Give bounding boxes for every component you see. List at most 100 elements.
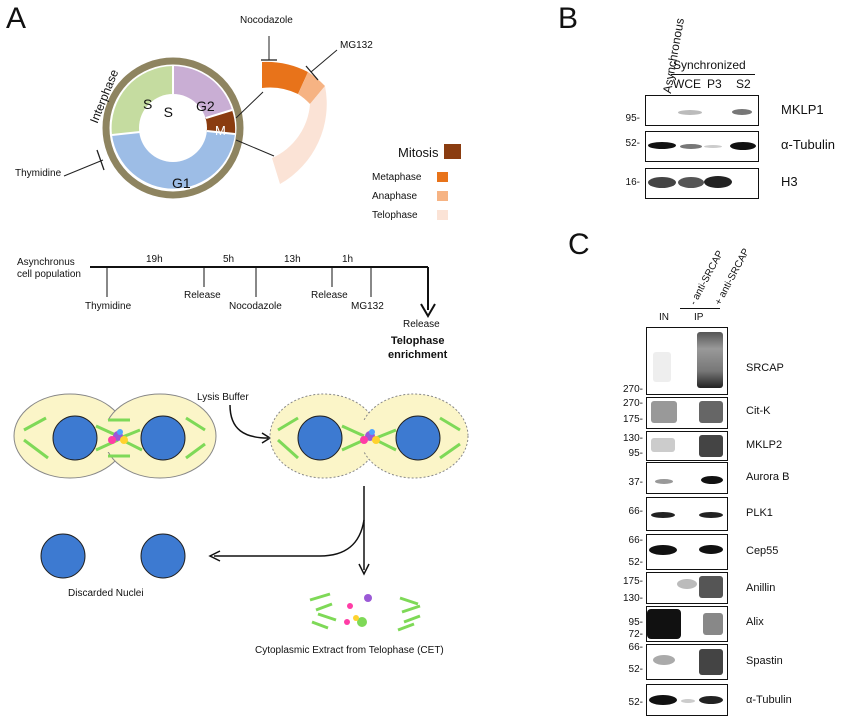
event-release-3: Release bbox=[403, 319, 440, 330]
legend-anaphase: Anaphase bbox=[372, 191, 418, 202]
label-aurorab: Aurora B bbox=[746, 471, 790, 483]
mw-c-alix-95: 95- bbox=[628, 617, 643, 628]
blot-anillin bbox=[646, 572, 728, 604]
legend-telophase: Telophase bbox=[372, 210, 418, 221]
duration-5h: 5h bbox=[223, 254, 235, 265]
metaphase-segment bbox=[262, 61, 308, 94]
lane-wce: WCE bbox=[673, 77, 701, 91]
mw-c-anillin-175: 175- bbox=[622, 576, 643, 587]
event-mg132: MG132 bbox=[351, 301, 384, 312]
legend-mitosis: Mitosis bbox=[398, 145, 439, 160]
blot-tubulin-b bbox=[645, 131, 759, 162]
mw-c-tubulin-52: 52- bbox=[628, 697, 643, 708]
cell-cycle-donut bbox=[111, 66, 236, 189]
blot-h3 bbox=[645, 168, 759, 199]
blot-cep55 bbox=[646, 534, 728, 570]
panel-a-letter: A bbox=[6, 2, 27, 35]
interphase-ring bbox=[102, 57, 244, 199]
g2-phase-label: G2 bbox=[196, 98, 215, 114]
blot-aurorab bbox=[646, 462, 728, 494]
telophase-enrichment: Telophase enrichment bbox=[388, 335, 448, 361]
blot-spastin bbox=[646, 644, 728, 680]
s-label: S bbox=[163, 104, 173, 120]
mw-c-plk1-66: 66- bbox=[628, 506, 643, 517]
panel-a-graphics bbox=[13, 36, 469, 632]
blot-srcap bbox=[646, 327, 728, 395]
nocodazole-label: Nocodazole bbox=[240, 15, 293, 26]
mw-c-mklp2-130: 130- bbox=[622, 433, 643, 444]
anaphase-swatch bbox=[437, 191, 448, 201]
mw-c-anillin-130: 130- bbox=[622, 593, 643, 604]
mw-c-cep55-66: 66- bbox=[628, 535, 643, 546]
label-mklp1: MKLP1 bbox=[781, 102, 824, 117]
blot-mklp2 bbox=[646, 431, 728, 461]
event-thymidine: Thymidine bbox=[85, 301, 132, 312]
label-h3: H3 bbox=[781, 174, 798, 189]
duration-1h: 1h bbox=[342, 254, 354, 265]
blot-plk1 bbox=[646, 497, 728, 531]
panel-b-letter: B bbox=[558, 2, 579, 35]
lane-s2: S2 bbox=[736, 77, 751, 91]
label-citk: Cit-K bbox=[746, 405, 771, 417]
label-mklp2: MKLP2 bbox=[746, 439, 783, 451]
blot-tubulin-c bbox=[646, 684, 728, 716]
label-alix: Alix bbox=[746, 616, 764, 628]
blot-mklp1 bbox=[645, 95, 759, 126]
extract-fragments bbox=[309, 592, 421, 632]
mg132-label: MG132 bbox=[340, 40, 373, 51]
mw-c-cep55-52: 52- bbox=[628, 557, 643, 568]
duration-19h: 19h bbox=[146, 254, 163, 265]
g1-phase-label: G1 bbox=[172, 175, 191, 191]
blot-alix bbox=[646, 606, 728, 642]
blot-citk bbox=[646, 397, 728, 429]
event-nocodazole: Nocodazole bbox=[229, 301, 282, 312]
s-phase-label: S bbox=[143, 96, 153, 112]
timeline-start: Asynchronus cell population bbox=[17, 257, 81, 280]
event-release-2: Release bbox=[311, 290, 348, 301]
telophase-segment bbox=[272, 86, 327, 184]
mitosis-ring bbox=[262, 61, 327, 184]
label-tubulin-c: α-Tubulin bbox=[746, 694, 792, 706]
mw-c-spastin-52: 52- bbox=[628, 664, 643, 675]
label-spastin: Spastin bbox=[746, 655, 783, 667]
mw-c-srcap-270: 270- bbox=[622, 384, 643, 395]
discarded-nucleus bbox=[140, 533, 186, 579]
mw-b-16: 16- bbox=[625, 177, 640, 188]
label-plk1: PLK1 bbox=[746, 507, 773, 519]
cet-label: Cytoplasmic Extract from Telophase (CET) bbox=[255, 645, 444, 656]
mw-c-spastin-66: 66- bbox=[628, 642, 643, 653]
mw-c-alix-72: 72- bbox=[628, 629, 643, 640]
in-label: IN bbox=[659, 312, 669, 323]
discarded-nuclei-label: Discarded Nuclei bbox=[68, 588, 144, 599]
mw-c-aurorab-37: 37- bbox=[628, 477, 643, 488]
mw-c-citk-270: 270- bbox=[622, 398, 643, 409]
timeline bbox=[90, 266, 436, 318]
event-release-1: Release bbox=[184, 290, 221, 301]
duration-13h: 13h bbox=[284, 254, 301, 265]
synchronized-label: Synchronized bbox=[673, 58, 746, 72]
dividing-cell-left bbox=[13, 393, 217, 479]
mw-c-citk-175: 175- bbox=[622, 414, 643, 425]
mw-c-mklp2-95: 95- bbox=[628, 448, 643, 459]
label-cep55: Cep55 bbox=[746, 545, 779, 557]
lysis-buffer-label: Lysis Buffer bbox=[197, 392, 249, 403]
ip-label: IP bbox=[694, 312, 704, 323]
mitosis-swatch bbox=[444, 144, 461, 159]
mw-b-52: 52- bbox=[625, 138, 640, 149]
mw-b-95: 95- bbox=[625, 113, 640, 124]
m-phase-label: M bbox=[215, 123, 226, 138]
lane-p3: P3 bbox=[707, 77, 722, 91]
label-srcap: SRCAP bbox=[746, 362, 784, 374]
legend-metaphase: Metaphase bbox=[372, 172, 422, 183]
anaphase-segment bbox=[298, 72, 325, 104]
metaphase-swatch bbox=[437, 172, 448, 182]
dividing-cell-right bbox=[269, 393, 469, 479]
panel-c-letter: C bbox=[568, 228, 590, 261]
synchronized-bracket bbox=[671, 74, 755, 75]
label-tubulin-b: α-Tubulin bbox=[781, 137, 835, 152]
telophase-swatch bbox=[437, 210, 448, 220]
discarded-nucleus bbox=[40, 533, 86, 579]
ip-bracket bbox=[680, 308, 720, 309]
thymidine-label: Thymidine bbox=[15, 168, 62, 179]
label-anillin: Anillin bbox=[746, 582, 776, 594]
